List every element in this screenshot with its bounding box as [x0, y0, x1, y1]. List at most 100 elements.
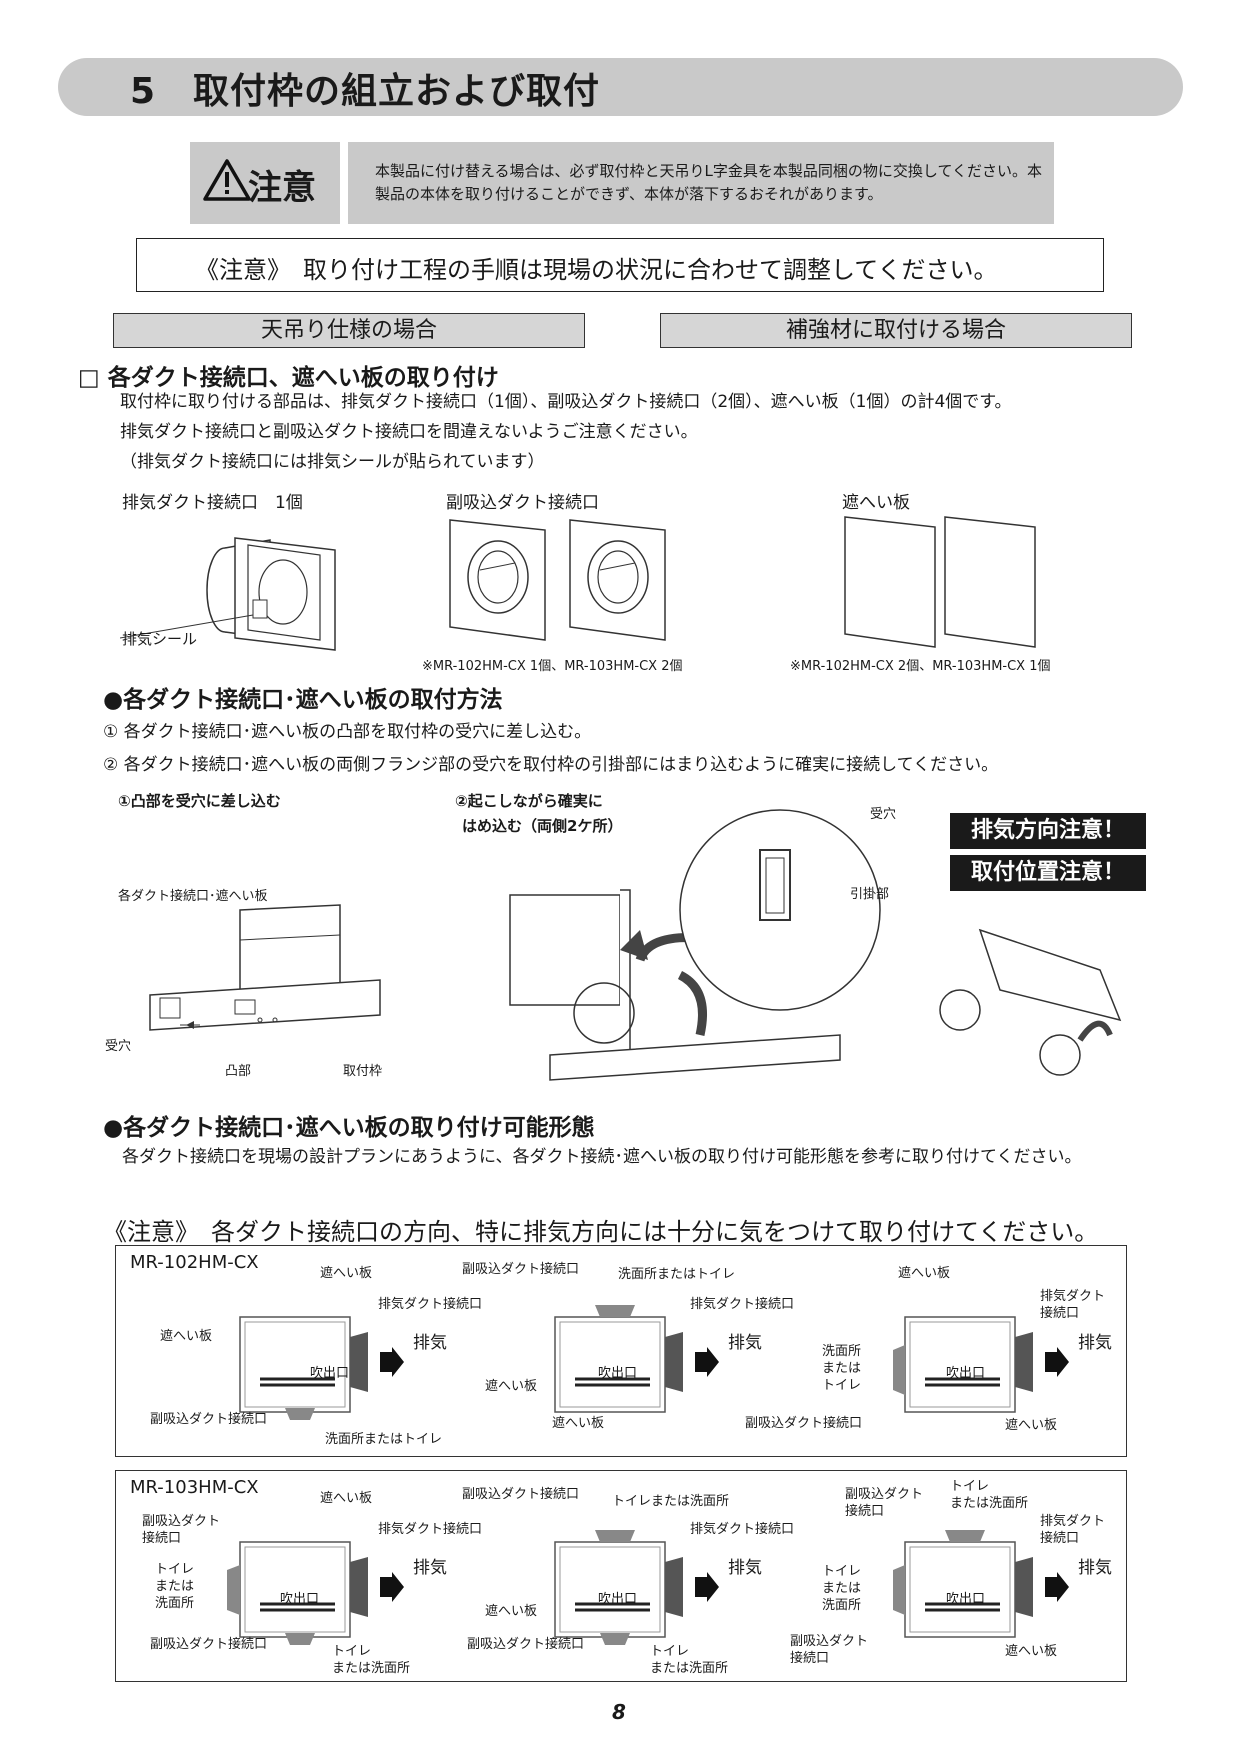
method-step-2: ② 各ダクト接続口･遮へい板の両側フランジ部の受穴を取付枠の引掛部にはまり込むよ… [103, 755, 999, 775]
m2c1-left-flow-1: トイレ [155, 1562, 195, 1577]
m2c1-left-flow-2: または [155, 1579, 195, 1594]
m1c1-outlet: 吹出口 [310, 1366, 350, 1381]
m1c1-exhaust: 排気 [413, 1333, 447, 1353]
m1c2-bottom: 遮へい板 [552, 1416, 605, 1431]
fig2-title-2: はめ込む（両側2ケ所） [462, 817, 623, 835]
fig2-label-hole: 受穴 [870, 807, 897, 822]
m1c2-top: 副吸込ダクト接続口 [462, 1262, 580, 1277]
m2c1-outlet: 吹出口 [280, 1592, 320, 1607]
fig2-hook-illustration [509, 809, 1122, 1081]
m2c2-top: 副吸込ダクト接続口 [462, 1487, 580, 1502]
m1c3-exhaust-label-2: 接続口 [1040, 1306, 1080, 1321]
m2c1-left-2: 接続口 [142, 1531, 182, 1546]
m1c2-left: 遮へい板 [485, 1379, 538, 1394]
model-102-name: MR-102HM-CX [130, 1252, 259, 1273]
m2c2-exhaust-label: 排気ダクト接続口 [690, 1522, 795, 1537]
config-diagrams [227, 1305, 1071, 1645]
caution-label: 注意 [248, 168, 316, 208]
m1c1-top: 遮へい板 [320, 1266, 373, 1281]
fig1-insert-illustration [149, 904, 381, 1031]
badge-install-position: 取付位置注意！ [950, 855, 1146, 891]
fig1-label-protrusion: 凸部 [225, 1064, 252, 1079]
exhaust-seal-label: 排気シール [122, 630, 198, 648]
m1c3-outlet: 吹出口 [946, 1366, 986, 1381]
m2c3-outlet: 吹出口 [946, 1592, 986, 1607]
sub-intake-duct-illustration [449, 519, 666, 641]
forms-note: 《注意》 各ダクト接続口の方向、特に排気方向には十分に気をつけて取り付けてくださ… [103, 1218, 1099, 1246]
m2c3-left-flow-3: 洗面所 [822, 1598, 862, 1613]
section-para-2: 排気ダクト接続口と副吸込ダクト接続口を間違えないようご注意ください。 [120, 422, 698, 442]
m1c2-top-flow: 洗面所またはトイレ [618, 1267, 736, 1282]
m2c2-exhaust: 排気 [728, 1558, 762, 1578]
model-103-name: MR-103HM-CX [130, 1477, 259, 1498]
m2c3-top-1: 副吸込ダクト [845, 1487, 924, 1502]
m2c3-top-2: 接続口 [845, 1504, 885, 1519]
shield-note: ※MR-102HM-CX 2個、MR-103HM-CX 1個 [790, 659, 1051, 674]
method-heading: ●各ダクト接続口･遮へい板の取付方法 [103, 687, 503, 713]
caution-text: 本製品に付け替える場合は、必ず取付枠と天吊りL字金具を本製品同梱の物に交換してく… [375, 162, 1043, 203]
m2c3-left-2: 接続口 [790, 1651, 830, 1666]
m1c2-exhaust-label: 排気ダクト接続口 [690, 1297, 795, 1312]
m2c1-bottom: 副吸込ダクト接続口 [150, 1637, 268, 1652]
exhaust-duct-illustration [120, 537, 336, 651]
part-shield-label: 遮へい板 [842, 493, 910, 513]
m1c3-left-flow-3: トイレ [822, 1378, 862, 1393]
m2c2-bottom-flow-1: トイレ [650, 1644, 690, 1659]
m2c1-left-flow-3: 洗面所 [155, 1596, 195, 1611]
m1c3-bottom: 遮へい板 [1005, 1418, 1058, 1433]
fig1-label-frame: 取付枠 [343, 1064, 383, 1079]
m2c3-top-flow-1: トイレ [950, 1479, 990, 1494]
m2c2-outlet: 吹出口 [598, 1592, 638, 1607]
m2c1-bottom-flow-2: または洗面所 [332, 1661, 411, 1676]
forms-heading: ●各ダクト接続口･遮へい板の取り付け可能形態 [103, 1115, 595, 1141]
m1c1-left: 遮へい板 [160, 1329, 213, 1344]
m1c3-left-flow-1: 洗面所 [822, 1344, 862, 1359]
part-sub-intake-label: 副吸込ダクト接続口 [446, 493, 599, 513]
fig2-title-1: ②起こしながら確実に [455, 792, 603, 810]
m1c1-bottom-flow: 洗面所またはトイレ [325, 1432, 443, 1447]
section-heading: □ 各ダクト接続口、遮へい板の取り付け [78, 365, 499, 391]
fig1-title: ①凸部を受穴に差し込む [118, 792, 281, 810]
model-103-frame [115, 1470, 1127, 1682]
m1c3-top: 遮へい板 [898, 1266, 951, 1281]
m2c3-exhaust: 排気 [1078, 1558, 1112, 1578]
m2c2-bottom-flow-2: または洗面所 [650, 1661, 729, 1676]
m1c1-exhaust-label: 排気ダクト接続口 [378, 1297, 483, 1312]
m2c3-exhaust-label-1: 排気ダクト [1040, 1514, 1106, 1529]
m2c3-top-flow-2: または洗面所 [950, 1496, 1029, 1511]
model-102-frame [115, 1245, 1127, 1457]
m2c1-exhaust: 排気 [413, 1558, 447, 1578]
m1c3-left-flow-2: または [822, 1361, 862, 1376]
m2c1-left-1: 副吸込ダクト [142, 1514, 221, 1529]
m2c2-left: 遮へい板 [485, 1604, 538, 1619]
section-header-bar [58, 58, 1183, 116]
note-text: 《注意》 取り付け工程の手順は現場の状況に合わせて調整してください。 [195, 256, 998, 284]
note-box [136, 238, 1104, 292]
tab-ceiling-suspended: 天吊り仕様の場合 [113, 313, 585, 348]
m1c2-exhaust: 排気 [728, 1333, 762, 1353]
warning-triangle-icon [203, 159, 251, 201]
m2c1-top: 遮へい板 [320, 1491, 373, 1506]
section-para-1: 取付枠に取り付ける部品は、排気ダクト接続口（1個）、副吸込ダクト接続口（2個）、… [120, 392, 1012, 412]
m2c3-bottom: 遮へい板 [1005, 1644, 1058, 1659]
m2c3-exhaust-label-2: 接続口 [1040, 1531, 1080, 1546]
page-number: 8 [612, 1700, 626, 1724]
fig2-label-hook: 引掛部 [850, 887, 890, 902]
badge-exhaust-direction: 排気方向注意！ [950, 813, 1146, 849]
m1c3-exhaust-label-1: 排気ダクト [1040, 1289, 1106, 1304]
section-para-3: （排気ダクト接続口には排気シールが貼られています） [120, 452, 545, 472]
shield-plate-illustration [844, 516, 1036, 648]
forms-para: 各ダクト接続口を現場の設計プランにあうように、各ダクト接続･遮へい板の取り付け可… [122, 1147, 1082, 1167]
method-step-1: ① 各ダクト接続口･遮へい板の凸部を取付枠の受穴に差し込む。 [103, 722, 592, 742]
part-exhaust-label: 排気ダクト接続口 1個 [122, 493, 303, 513]
m1c2-outlet: 吹出口 [598, 1366, 638, 1381]
section-title: 5 取付枠の組立および取付 [130, 71, 601, 112]
m1c3-left: 副吸込ダクト接続口 [745, 1416, 863, 1431]
m2c1-exhaust-label: 排気ダクト接続口 [378, 1522, 483, 1537]
m1c3-exhaust: 排気 [1078, 1333, 1112, 1353]
m2c3-left-flow-2: または [822, 1581, 862, 1596]
tab-reinforcement: 補強材に取付ける場合 [660, 313, 1132, 348]
m2c1-bottom-flow-1: トイレ [332, 1644, 372, 1659]
m2c3-left-flow-1: トイレ [822, 1564, 862, 1579]
m2c2-bottom: 副吸込ダクト接続口 [467, 1637, 585, 1652]
